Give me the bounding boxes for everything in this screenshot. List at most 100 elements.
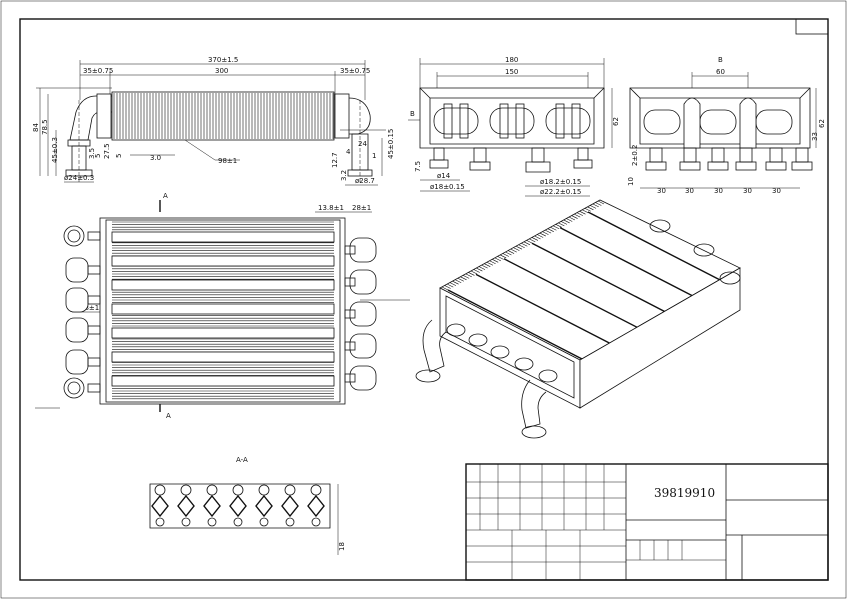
fin-line xyxy=(473,269,480,273)
fin-line xyxy=(534,235,541,240)
mount-hole xyxy=(155,517,165,527)
dim-right-offset: 35±0.75 xyxy=(340,67,370,75)
dim-left-offset: 35±0.75 xyxy=(83,67,113,75)
nozzle-flange xyxy=(707,161,729,171)
fin-line xyxy=(486,261,494,266)
dim-13-8: 13.8±1 xyxy=(318,204,344,212)
fin-line xyxy=(484,263,491,267)
dim-overall-length: 370±1.5 xyxy=(208,56,238,64)
connector-stub xyxy=(87,295,101,305)
tube-section xyxy=(203,494,221,518)
fin-line xyxy=(463,275,470,279)
tube-line xyxy=(447,289,585,361)
tube-opening xyxy=(490,345,510,359)
fin-line xyxy=(468,272,475,276)
fin-line xyxy=(497,256,504,260)
tube-section xyxy=(307,494,325,518)
pipe-end-inner xyxy=(67,381,81,395)
fin-line xyxy=(476,267,483,272)
tube-band xyxy=(111,375,335,387)
connector-stub xyxy=(344,309,356,319)
dim-3-5: 3.5 xyxy=(88,148,96,159)
nozzle xyxy=(649,147,663,163)
dim-side-height-62: 62 xyxy=(818,119,826,128)
dim-4: 4 xyxy=(346,148,351,156)
dim-27-5: 27.5 xyxy=(103,143,111,159)
fin-line xyxy=(552,225,560,230)
section-view-a-a: A-A 18 xyxy=(149,456,346,555)
fin-line xyxy=(470,270,478,275)
section-mark-top: A xyxy=(163,192,168,200)
connector-stub xyxy=(87,325,101,335)
dim-height-62: 62 xyxy=(612,117,620,126)
fin-line xyxy=(592,203,599,208)
dim-fin-length: 98±1 xyxy=(218,157,237,165)
fin-line xyxy=(515,245,523,250)
dim-5-b: 5 xyxy=(115,154,123,158)
tube-loop xyxy=(433,107,479,135)
top-view: 370±1.5 35±0.75 300 35±0.75 84 78.5 45±0… xyxy=(32,56,395,186)
tube-section xyxy=(151,494,169,518)
tube-band xyxy=(111,279,335,291)
fin-line xyxy=(489,260,496,265)
dim-3-2: 3.2 xyxy=(340,170,348,181)
nozzle xyxy=(711,147,725,163)
fin-line xyxy=(544,229,552,234)
tube-stub xyxy=(515,103,525,139)
tube-stub xyxy=(571,103,581,139)
dim-10: 10 xyxy=(627,177,635,186)
nozzle-flange xyxy=(679,161,701,171)
fin-line xyxy=(597,200,605,205)
dim-width-180: 180 xyxy=(505,56,518,64)
dim-phi-18: ø18±0.15 xyxy=(430,183,465,191)
fin-line xyxy=(558,222,565,227)
elbow xyxy=(65,287,89,313)
fin-line xyxy=(529,238,536,243)
dim-side-height-33: 33 xyxy=(811,132,819,141)
isometric-view xyxy=(415,199,741,439)
tube-band xyxy=(111,351,335,363)
dim-width-150: 150 xyxy=(505,68,518,76)
title-block: 39819910 xyxy=(465,463,829,581)
elbow xyxy=(349,333,377,359)
tube-line xyxy=(475,273,613,346)
dim-phi-22-2: ø22.2±0.15 xyxy=(540,188,581,196)
fin-line xyxy=(531,237,539,241)
fin-line xyxy=(478,266,486,270)
fin-line xyxy=(494,257,502,262)
fin-line xyxy=(502,253,509,257)
mount-hole xyxy=(181,517,191,527)
fin-line xyxy=(518,244,525,248)
section-mark-bottom: A xyxy=(166,412,171,420)
nozzle-flange xyxy=(791,161,813,171)
mount-hole xyxy=(259,517,269,527)
fin-line xyxy=(584,208,591,212)
tube-line xyxy=(503,258,641,330)
dim-5: 5 xyxy=(94,154,102,158)
fin-line xyxy=(555,224,562,228)
dim-7-5: 7.5 xyxy=(414,161,422,172)
tube-stub xyxy=(443,103,453,139)
fin-line xyxy=(513,247,520,251)
dim-spacing-5: 30 xyxy=(772,187,781,195)
dim-78-5: 78.5 xyxy=(41,119,49,135)
fin-line xyxy=(568,216,576,221)
fin-line xyxy=(579,210,586,215)
nozzle-flange xyxy=(765,161,787,171)
fin-line xyxy=(566,218,573,222)
tube-stub xyxy=(499,103,509,139)
fin-line xyxy=(574,213,581,218)
sheet-inner-frame xyxy=(19,18,829,581)
connector-stub xyxy=(87,383,101,393)
elbow xyxy=(349,269,377,295)
nozzle xyxy=(769,147,783,163)
dim-pipe-spacing: 3.0 xyxy=(150,154,161,162)
nozzle xyxy=(795,147,809,163)
fin-line xyxy=(539,232,546,237)
view-b-marker: B xyxy=(410,110,415,118)
tube-opening xyxy=(538,369,558,383)
fin-line xyxy=(589,205,597,209)
fin-line xyxy=(550,226,557,231)
fin-line xyxy=(521,243,528,247)
